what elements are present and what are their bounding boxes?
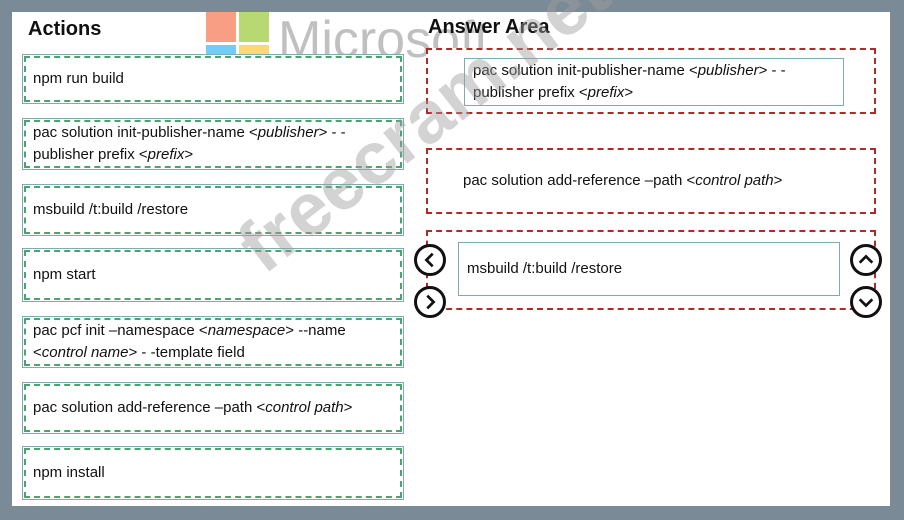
chevron-right-icon	[426, 294, 436, 310]
actions-heading: Actions	[28, 18, 102, 40]
move-down-button[interactable]	[850, 286, 882, 318]
chevron-down-icon	[858, 298, 874, 308]
action-text: npm run build	[33, 70, 124, 87]
answer-slot-2[interactable]: pac solution add-reference –path <contro…	[426, 148, 876, 214]
question-panel: Microsoft Actions Answer Area npm run bu…	[12, 0, 890, 506]
action-text: npm start	[33, 266, 96, 283]
answer-area-heading: Answer Area	[428, 16, 550, 38]
action-item[interactable]: pac pcf init –namespace <namespace> --na…	[22, 316, 404, 368]
action-item[interactable]: npm install	[22, 446, 404, 500]
action-text: npm install	[33, 464, 105, 481]
action-item[interactable]: msbuild /t:build /restore	[22, 184, 404, 236]
answer-text: pac solution add-reference –path <contro…	[463, 172, 783, 189]
action-text: msbuild /t:build /restore	[33, 201, 189, 218]
action-item[interactable]: pac solution init-publisher-name <publis…	[22, 118, 404, 170]
answer-item[interactable]: msbuild /t:build /restore	[458, 242, 840, 296]
chevron-up-icon	[858, 254, 874, 264]
answer-item[interactable]: pac solution add-reference –path <contro…	[454, 158, 854, 204]
answer-slot-3[interactable]: msbuild /t:build /restore	[426, 230, 876, 310]
chevron-left-icon	[424, 252, 434, 268]
action-item[interactable]: pac solution add-reference –path <contro…	[22, 382, 404, 434]
action-text: pac pcf init –namespace <namespace> --na…	[33, 322, 346, 361]
move-right-button[interactable]	[414, 286, 446, 318]
answer-slot-1[interactable]: pac solution init-publisher-name <publis…	[426, 48, 876, 114]
action-item[interactable]: npm start	[22, 248, 404, 302]
action-text: pac solution init-publisher-name <publis…	[33, 124, 346, 163]
move-left-button[interactable]	[414, 244, 446, 276]
move-up-button[interactable]	[850, 244, 882, 276]
action-item[interactable]: npm run build	[22, 54, 404, 104]
answer-text: msbuild /t:build /restore	[467, 260, 623, 277]
answer-text: pac solution init-publisher-name <publis…	[473, 62, 786, 101]
action-text: pac solution add-reference –path <contro…	[33, 399, 353, 416]
answer-item[interactable]: pac solution init-publisher-name <publis…	[464, 58, 844, 106]
